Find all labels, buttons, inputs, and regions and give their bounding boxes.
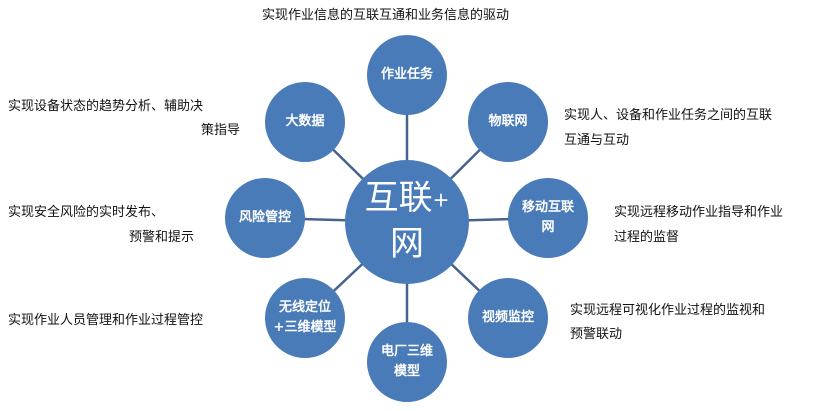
node-circle-iot [468,82,548,162]
center-line2: 网 [390,223,424,264]
annotation-risk-1: 实现安全风险的实时发布、 [8,205,165,220]
node-wireless: 无线定位+三维模型 [273,300,337,335]
node-task: 作业任务 [380,67,433,82]
annotation-wireless: 实现作业人员管理和作业过程管控 [8,313,204,328]
annotation-risk-2: 预警和提示 [128,230,194,245]
annotation-bigdata-1: 实现设备状态的趋势分析、辅助决 [8,99,204,114]
node-video: 视频监控 [481,310,534,325]
annotation-video-1: 实现远程可视化作业过程的监视和 [570,303,766,318]
annotation-mobile-1: 实现远程移动作业指导和作业 [614,205,784,220]
center-plus: + [432,187,450,212]
node-risk: 风险管控 [238,210,291,225]
node-circle-risk [225,178,305,258]
node-mobile: 移动互联网 [521,200,574,235]
center-line1: 互联 [364,178,433,218]
node-bigdata: 大数据 [285,114,325,129]
node-circle-mobile [508,178,588,258]
annotation-iot-2: 互通与互动 [564,133,630,148]
node-plant3d: 电厂三维模型 [380,344,433,379]
annotation-mobile-2: 过程的监督 [614,230,680,245]
node-iot: 物联网 [488,114,528,129]
center-circle [345,160,469,284]
node-circle-wireless [265,278,345,358]
node-circle-task [367,35,447,115]
node-circle-plant3d [367,322,447,402]
node-circle-bigdata [265,82,345,162]
annotation-top: 实现作业信息的互联互通和业务信息的驱动 [262,8,510,23]
annotation-bigdata-2: 策指导 [200,123,240,138]
center-label: 互联+ 网 [357,176,457,266]
annotation-video-2: 预警联动 [570,327,623,342]
node-circle-video [468,278,548,358]
annotation-iot-1: 实现人、设备和作业任务之间的互联 [564,108,773,123]
